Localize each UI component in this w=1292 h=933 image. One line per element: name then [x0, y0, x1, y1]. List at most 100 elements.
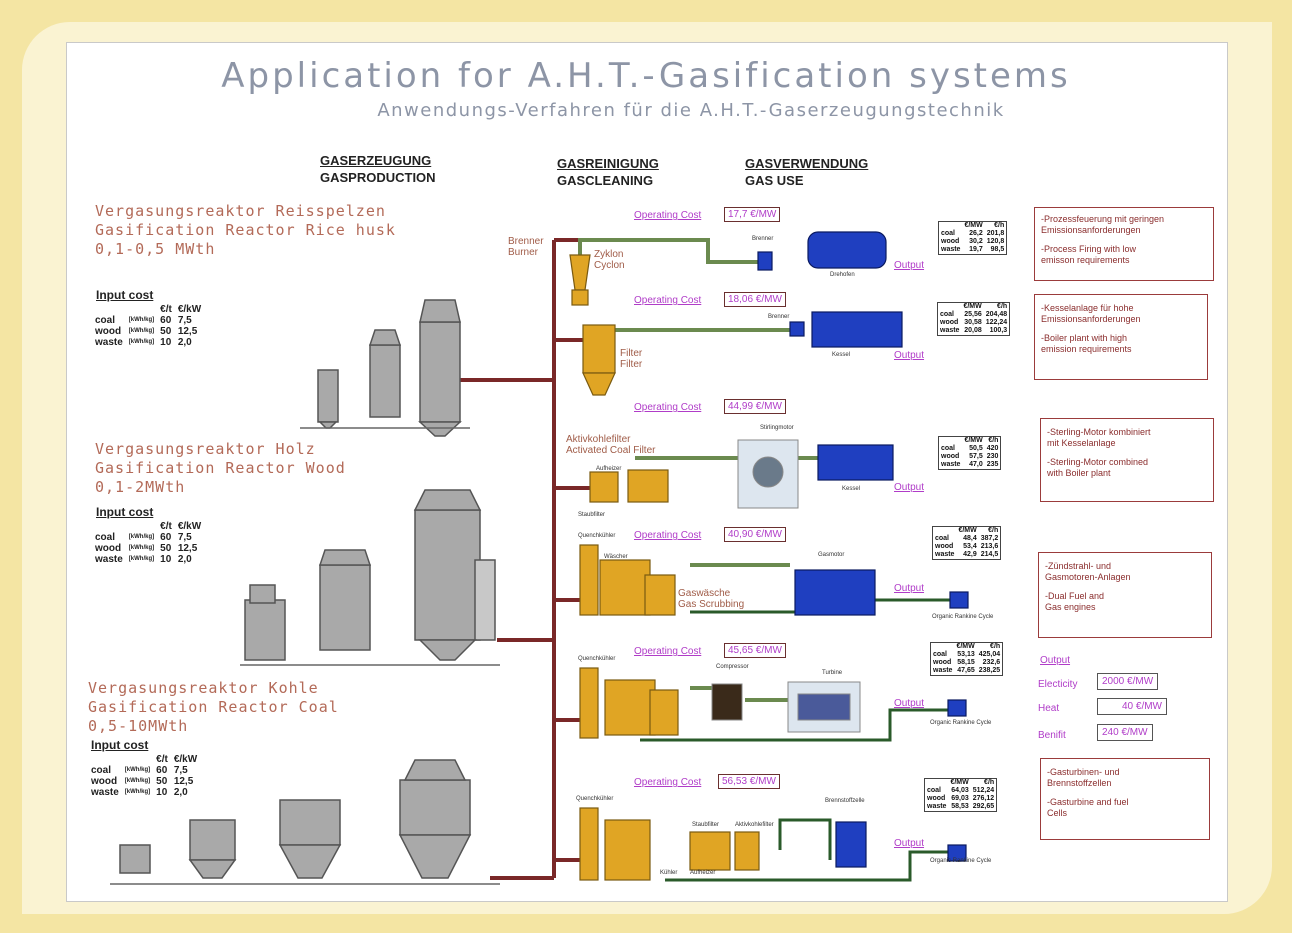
- drehofen-label: Drehofen: [830, 272, 855, 278]
- cell: 12,5: [177, 326, 198, 337]
- output-label: Output: [894, 838, 925, 849]
- application-line: [1041, 449, 1213, 457]
- cell: 47,65: [957, 667, 975, 674]
- cell: 238,25: [978, 667, 1001, 674]
- column-header-production-en: GASPRODUCTION: [320, 170, 436, 185]
- fuel: waste: [95, 337, 123, 348]
- fuel: waste: [941, 246, 961, 253]
- fuel: wood: [933, 659, 952, 666]
- fuel: coal: [941, 230, 956, 237]
- operating-cost-label: Operating Cost: [634, 402, 702, 413]
- cell: 60: [160, 315, 172, 326]
- fuel: waste: [941, 461, 961, 468]
- input-cost-header: €/kW: [173, 754, 198, 765]
- burner-label: Brenner Burner: [508, 236, 544, 258]
- operating-cost-label: Operating Cost: [634, 646, 702, 657]
- input-cost-header: €/t: [160, 521, 172, 532]
- cost-header: €/h: [997, 303, 1008, 310]
- fuel: wood: [95, 543, 122, 554]
- cost-header: €/MW: [950, 779, 969, 786]
- application-line: -Prozessfeuerung mit geringen: [1041, 214, 1165, 224]
- application-line: -Sterling-Motor combined: [1047, 457, 1149, 467]
- operating-cost-value: 56,53 €/MW: [718, 774, 780, 789]
- cost-header: €/MW: [958, 527, 977, 534]
- orc-label: Organic Rankine Cycle: [932, 614, 994, 620]
- filter-label-en: Filter: [620, 359, 643, 370]
- quenchkuehler-label: Quenchkühler: [578, 533, 616, 539]
- orc-label: Organic Rankine Cycle: [930, 858, 992, 864]
- cell: 58,15: [957, 659, 975, 666]
- reactor-rice-husk: [300, 299, 470, 437]
- column-header-use-de: GASVERWENDUNG: [745, 156, 869, 171]
- cell: 292,65: [972, 803, 995, 810]
- economics-title: Output: [1040, 655, 1071, 666]
- reactor-line: Gasification Reactor Coal: [88, 698, 339, 716]
- reactor-line: Vergasungsreaktor Kohle: [88, 679, 319, 697]
- cell: 64,03: [951, 787, 969, 794]
- fuel: coal: [927, 787, 942, 794]
- application-line: emission requirements: [1041, 344, 1132, 354]
- fuel: coal: [935, 535, 950, 542]
- output-label: Output: [894, 583, 925, 594]
- cell: 230: [986, 453, 999, 460]
- quenchkuehler-label: Quenchkühler: [578, 656, 616, 662]
- input-cost-header: €/t: [160, 304, 172, 315]
- cell: 60: [156, 765, 168, 776]
- application-box-process-firing: -Prozessfeuerung mit geringen Emissionsa…: [1034, 207, 1214, 281]
- cell: 50: [156, 776, 168, 787]
- application-line: Gasmotoren-Anlagen: [1045, 572, 1131, 582]
- turbine-label: Turbine: [822, 670, 843, 676]
- cell: 10: [160, 554, 172, 565]
- gas-scrubbing-label-de: Gaswäsche: [678, 588, 731, 599]
- reactor-wood: [240, 489, 500, 666]
- aufheizer-label: Aufheizer: [690, 870, 716, 876]
- fuel: waste: [935, 551, 955, 558]
- fuel: wood: [927, 795, 946, 802]
- fuel: waste: [95, 554, 123, 565]
- fuel: wood: [941, 453, 960, 460]
- reactor-line: Gasification Reactor Rice husk: [95, 221, 396, 239]
- cell: 10: [160, 337, 172, 348]
- economics-value-heat: 40 €/MW: [1097, 698, 1167, 715]
- reactor-line: Vergasungsreaktor Holz: [95, 440, 316, 458]
- collector-pipe: [460, 238, 590, 880]
- cell: 42,9: [963, 551, 977, 558]
- operating-cost-label: Operating Cost: [634, 210, 702, 221]
- fuel: wood: [940, 319, 959, 326]
- application-line: -Dual Fuel and: [1045, 591, 1105, 601]
- operating-cost-value: 17,7 €/MW: [724, 207, 781, 222]
- unit: [kWh/kg]: [128, 556, 155, 562]
- application-line: -Gasturbinen- und: [1047, 767, 1120, 777]
- application-line: -Kesselanlage für hohe: [1041, 303, 1134, 313]
- reactor-coal: [110, 759, 500, 885]
- filter-label: Filter Filter: [620, 348, 642, 370]
- reactor-line: 0,5-10MWth: [88, 717, 189, 735]
- staubfilter-label: Staubfilter: [692, 822, 720, 828]
- fuel: coal: [95, 532, 116, 543]
- staubfilter-label: Staubfilter: [578, 512, 606, 518]
- operating-cost-value: 44,99 €/MW: [724, 399, 786, 414]
- operating-cost-value: 45,65 €/MW: [724, 643, 786, 658]
- compressor-label: Compressor: [716, 664, 749, 670]
- cell: 387,2: [980, 535, 999, 542]
- cyclon-label-de: Zyklon: [594, 249, 624, 260]
- cost-header: €/h: [990, 643, 1001, 650]
- cell: 120,8: [986, 238, 1005, 245]
